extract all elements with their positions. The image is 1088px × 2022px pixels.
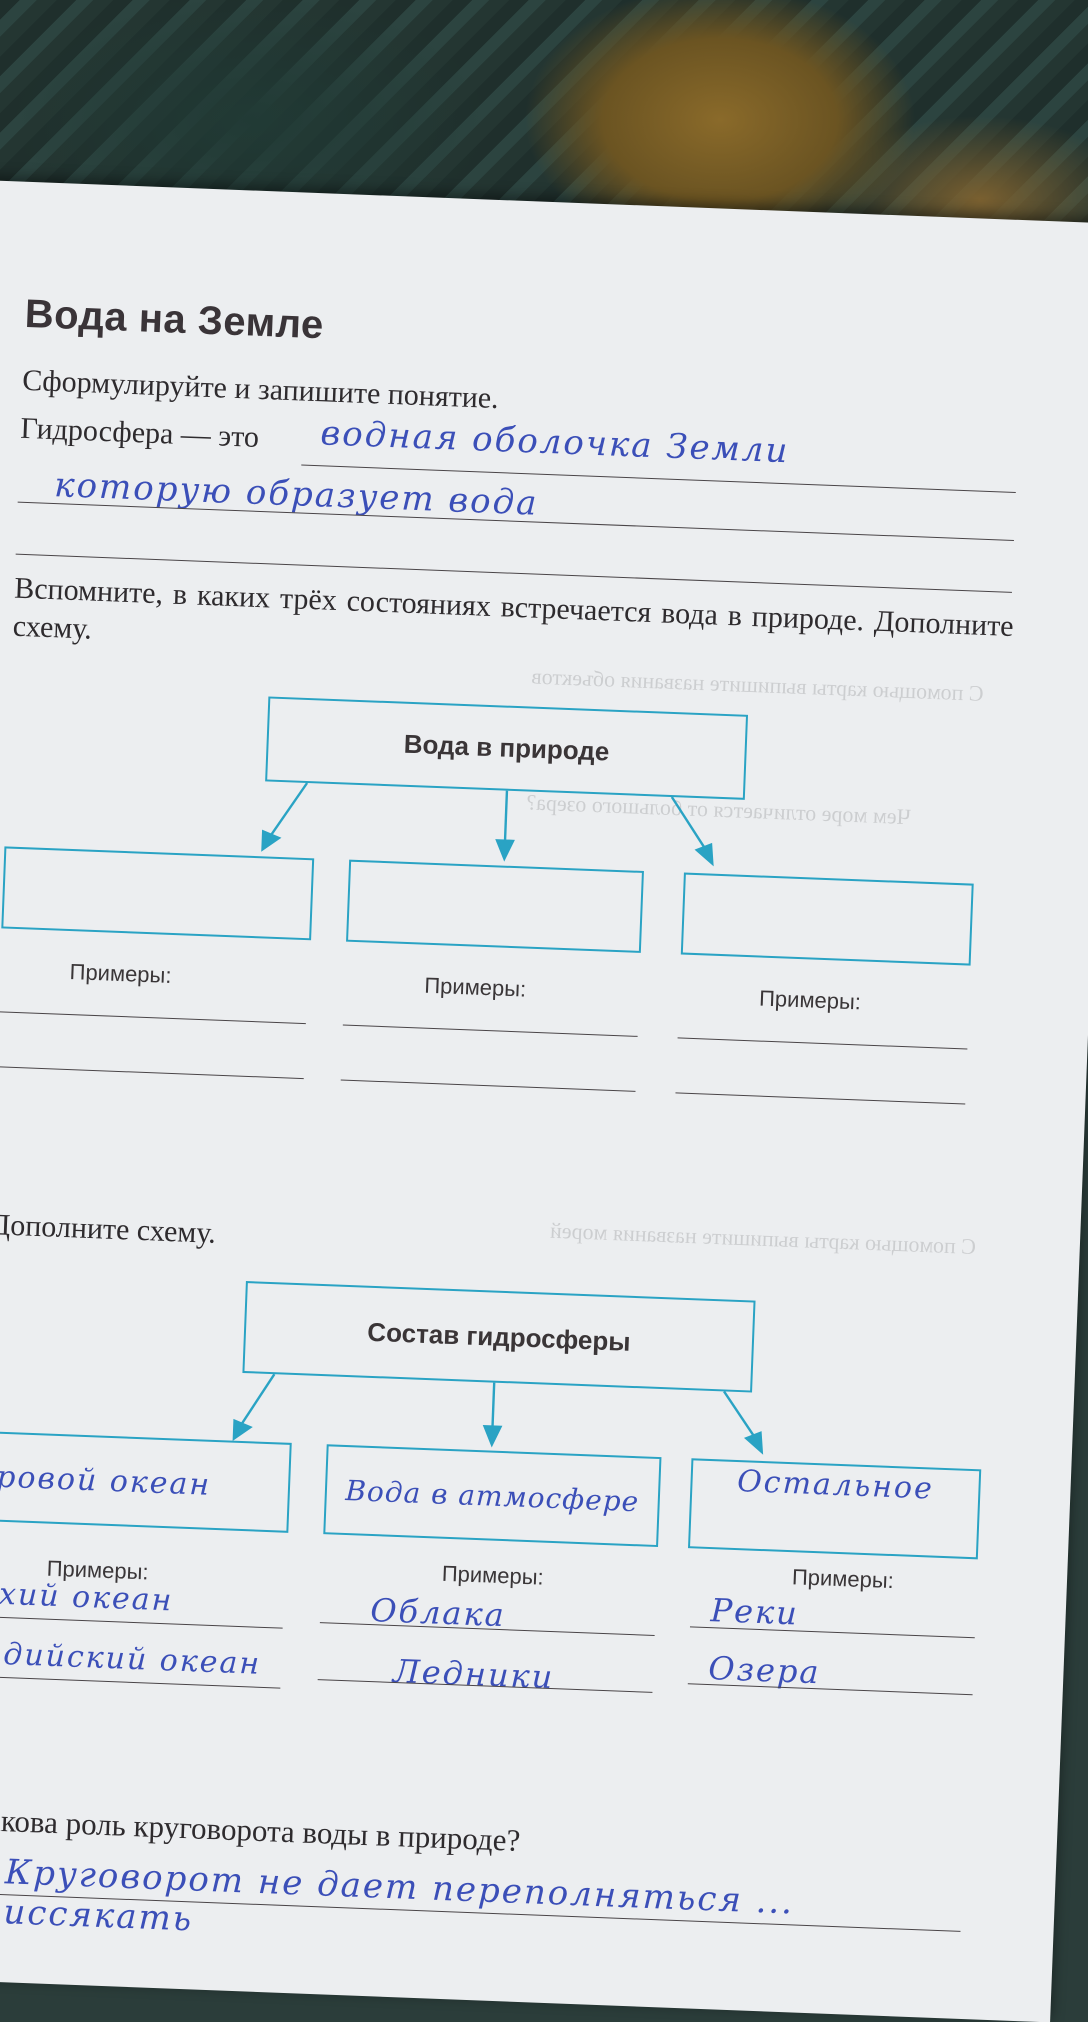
scheme2-arrows	[232, 1373, 764, 1455]
scheme1-arrows	[261, 782, 714, 867]
example-other-1[interactable]: Реки	[709, 1591, 800, 1633]
example-ocean-1[interactable]: Тихий океан	[0, 1575, 175, 1619]
scheme2-examples-label-2: Примеры:	[441, 1560, 545, 1590]
box-answer-other[interactable]: Остальное	[736, 1464, 935, 1507]
scheme2-box-ocean[interactable]: Мировой океан	[0, 1430, 292, 1533]
scheme2-box-atmosphere[interactable]: Вода в атмосфере	[323, 1444, 662, 1548]
box-answer-atmosphere[interactable]: Вода в атмосфере	[344, 1473, 640, 1518]
task4-question: Какова роль круговорота воды в природе?	[0, 1801, 521, 1858]
scheme2-box-other[interactable]: Остальное	[688, 1458, 982, 1560]
page-content: Вода на Земле Сформулируйте и запишите п…	[0, 292, 1025, 1939]
workbook-page: Вода на Земле Сформулируйте и запишите п…	[0, 180, 1088, 2022]
example-atm-2[interactable]: Ледники	[392, 1651, 556, 1697]
box-answer-ocean[interactable]: Мировой океан	[0, 1457, 212, 1503]
scheme2-examples-label-3: Примеры:	[791, 1564, 895, 1594]
task4-answer[interactable]: Круговорот не дает переполняться ... исс…	[2, 1852, 795, 1940]
